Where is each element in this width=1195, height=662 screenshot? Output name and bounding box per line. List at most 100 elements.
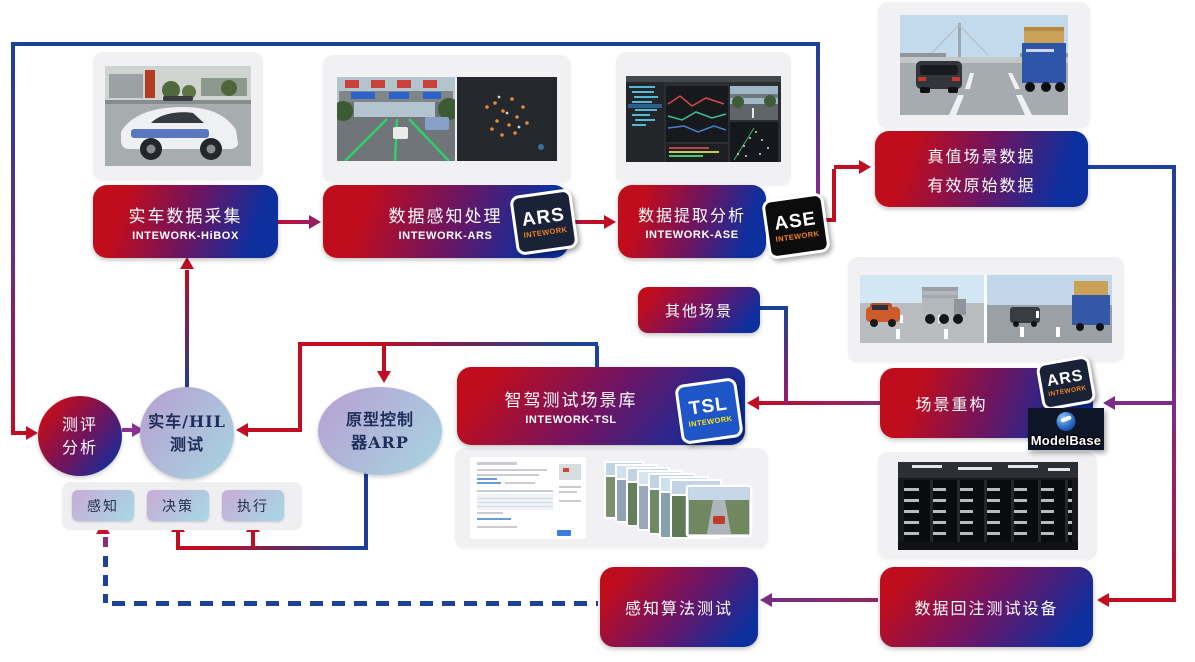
arrow-into-algotest — [760, 593, 772, 607]
connector-hil-branch-v — [298, 346, 302, 432]
connector-execution-v — [251, 531, 255, 548]
scenario-documents-photo — [469, 456, 587, 540]
connector-reconstruction-to-library — [759, 401, 880, 405]
lidar-pointcloud-photo — [457, 77, 557, 161]
scenario-image-stack — [604, 461, 753, 539]
card-scenario-assets — [455, 448, 768, 548]
box-data-reinjection-equipment: 数据回注测试设备 — [880, 567, 1093, 647]
box-title: 智驾测试场景库 — [504, 391, 638, 411]
analysis-software-screenshot — [626, 76, 781, 162]
reconstruction-comparison-photo — [860, 275, 1112, 343]
arrow-into-hil-right — [236, 423, 248, 437]
box-title: 场景重构 — [915, 395, 988, 414]
node-label-line2: 器ARP — [351, 433, 409, 452]
chip-decision: 决策 — [147, 490, 209, 521]
connector-chips-h — [176, 546, 368, 550]
node-prototype-controller-arp: 原型控制 器ARP — [318, 387, 442, 475]
server-room-photo — [898, 462, 1078, 550]
box-subtitle: INTEWORK-TSL — [525, 414, 617, 426]
box-title: 数据感知处理 — [388, 206, 503, 227]
arrow-into-reinjection — [1097, 593, 1109, 607]
chip-label: 决策 — [162, 498, 194, 515]
connector-dashed-horizontal — [112, 601, 598, 606]
box-title-line2: 有效原始数据 — [927, 175, 1036, 195]
modelbase-badge: ModelBase — [1028, 408, 1104, 450]
modelbase-globe-icon — [1056, 412, 1076, 431]
test-vehicle-photo — [105, 66, 251, 166]
connector-hil-branch-h — [248, 428, 302, 432]
box-vehicle-data-collection: 实车数据采集 INTEWORK-HiBOX — [93, 185, 278, 258]
connector-top-right-vertical — [816, 42, 820, 200]
chip-label: 执行 — [237, 498, 269, 515]
card-server-room — [878, 452, 1097, 559]
connector-dashed-vertical-blue — [103, 556, 108, 603]
chip-execution: 执行 — [222, 490, 284, 521]
connector-top-horizontal — [11, 42, 820, 46]
node-label-line1: 实车/HIL — [148, 411, 226, 431]
tsl-intework-badge: TSL INTEWORK — [674, 376, 744, 446]
connector-extraction-up-h — [824, 218, 834, 222]
connector-library-top-v — [595, 346, 599, 367]
box-title: 数据提取分析 — [637, 206, 746, 225]
card-scene-reconstruction — [848, 257, 1124, 362]
connector-to-reconstruction — [1115, 401, 1172, 405]
card-perception-views — [323, 55, 571, 183]
connector-dashed-vertical-purple — [103, 537, 108, 553]
connector-left-vertical — [11, 46, 15, 433]
connector-decision-v — [176, 531, 180, 548]
connector-otherscen-h — [760, 306, 786, 310]
card-test-vehicle — [93, 52, 263, 180]
box-ground-truth-data: 真值场景数据 有效原始数据 — [875, 131, 1088, 207]
node-evaluation-analysis: 测评 分析 — [38, 396, 122, 476]
card-analysis-software — [616, 52, 791, 185]
connector-reinjection-to-algotest — [772, 598, 878, 602]
connector-arp-down — [364, 472, 368, 550]
connector-arp-branch — [382, 346, 386, 371]
node-label-line2: 测试 — [169, 435, 204, 454]
connector-to-groundtruth-h — [834, 165, 860, 169]
box-subtitle: INTEWORK-HiBOX — [132, 229, 239, 242]
box-title-line1: 真值场景数据 — [927, 146, 1036, 166]
box-title: 感知算法测试 — [624, 599, 733, 618]
box-subtitle: INTEWORK-ARS — [398, 229, 493, 242]
box-title: 其他场景 — [664, 301, 733, 320]
node-label-line1: 测评 — [61, 414, 98, 434]
card-highway-scene — [878, 2, 1090, 128]
connector-perception-to-extraction — [574, 220, 604, 224]
node-label-line2: 分析 — [61, 438, 98, 457]
box-other-scenarios: 其他场景 — [638, 287, 760, 333]
arrow-into-perception-process — [309, 215, 321, 229]
connector-otherscen-v — [784, 306, 788, 405]
highway-photo — [900, 15, 1068, 115]
connector-library-h — [298, 342, 598, 346]
box-title: 实车数据采集 — [128, 206, 243, 227]
connector-collect-to-perception — [278, 220, 309, 224]
connector-hil-to-collect — [185, 270, 189, 390]
chip-label: 感知 — [87, 498, 119, 515]
arrow-into-arp — [377, 371, 391, 383]
chip-perception: 感知 — [72, 490, 134, 521]
connector-extraction-up-v — [832, 169, 836, 222]
connector-eval-to-hil — [122, 428, 132, 432]
box-title: 数据回注测试设备 — [914, 599, 1059, 618]
connector-to-reinjection — [1109, 598, 1172, 602]
arrow-into-extraction — [604, 215, 616, 229]
arrow-into-evaluation — [26, 426, 38, 440]
arrow-into-library — [747, 396, 759, 410]
node-label-line1: 原型控制 — [345, 409, 414, 429]
ars-reconstruction-badge: ARS INTEWORK — [1035, 354, 1097, 412]
box-subtitle: INTEWORK-ASE — [645, 229, 739, 241]
ase-intework-badge: ASE INTEWORK — [761, 191, 831, 261]
connector-right-rail — [1172, 165, 1176, 602]
arrow-into-groundtruth — [859, 160, 871, 174]
badge-name: ModelBase — [1030, 433, 1102, 448]
connector-groundtruth-right — [1086, 165, 1176, 169]
camera-lane-detection-photo — [337, 77, 455, 161]
node-vehicle-hil-test: 实车/HIL 测试 — [140, 387, 234, 479]
box-data-extraction-analysis: 数据提取分析 INTEWORK-ASE — [618, 185, 766, 258]
ars-intework-badge: ARS INTEWORK — [509, 187, 579, 257]
arrow-into-collect — [180, 257, 194, 269]
arrow-into-reconstruction — [1103, 396, 1115, 410]
box-perception-algorithm-test: 感知算法测试 — [600, 567, 758, 647]
